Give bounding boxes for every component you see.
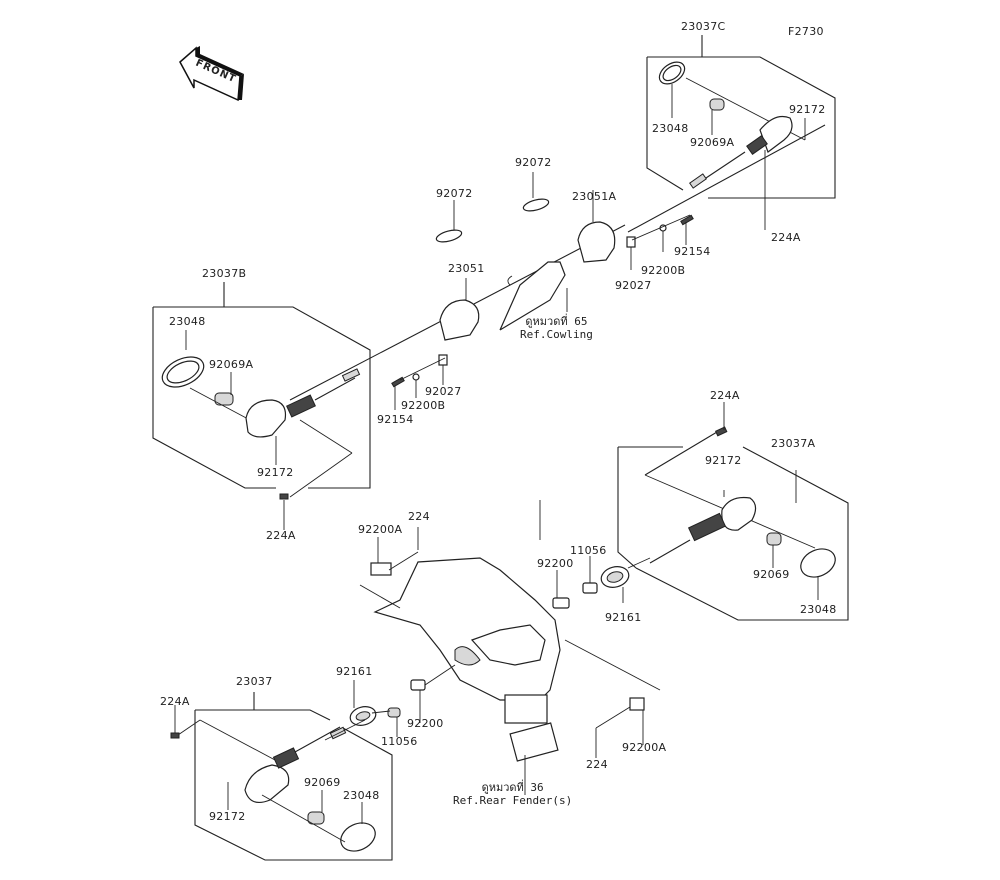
label-rear-right-screw[interactable]: 92172 (705, 454, 742, 467)
label-nut-right[interactable]: 11056 (570, 544, 607, 557)
label-holder-right[interactable]: 23051A (572, 190, 617, 203)
label-rear-right-assembly[interactable]: 23037A (771, 437, 816, 450)
label-clamp-right[interactable]: 92072 (515, 156, 552, 169)
ref-rear-fender-line1: ดูหมวดที่ 36 (481, 781, 544, 794)
ref-rear-fender[interactable]: ดูหมวดที่ 36 Ref.Rear Fender(s) (453, 781, 572, 807)
front-left-signal-group (152, 282, 371, 530)
label-rear-left-screw[interactable]: 92172 (209, 810, 246, 823)
ref-rear-fender-line2: Ref.Rear Fender(s) (453, 794, 573, 807)
rear-fender-assembly (359, 500, 661, 795)
ref-cowling[interactable]: ดูหมวดที่ 65 Ref.Cowling (520, 315, 593, 341)
label-front-right-lens[interactable]: 23048 (652, 122, 689, 135)
front-arrow-icon (179, 46, 244, 102)
label-washer-left[interactable]: 92200B (401, 399, 446, 412)
label-nut-left[interactable]: 11056 (381, 735, 418, 748)
front-right-signal-group (627, 35, 836, 233)
label-clip-bottom[interactable]: 92200A (622, 741, 667, 754)
label-collar-right[interactable]: 92027 (615, 279, 652, 292)
bracket-assembly (289, 172, 694, 410)
label-rear-left-bolt[interactable]: 224A (160, 695, 190, 708)
label-washer-right[interactable]: 92200B (641, 264, 686, 277)
label-front-left-screw[interactable]: 92172 (257, 466, 294, 479)
label-bolt-left[interactable]: 92154 (377, 413, 414, 426)
label-plate-left[interactable]: 92200 (407, 717, 444, 730)
label-front-left-bolt[interactable]: 224A (266, 529, 296, 542)
label-rear-left-bulb[interactable]: 92069 (304, 776, 341, 789)
label-rear-right-bulb[interactable]: 92069 (753, 568, 790, 581)
label-front-left-assembly[interactable]: 23037B (202, 267, 247, 280)
label-front-left-lens[interactable]: 23048 (169, 315, 206, 328)
label-rear-right-lens[interactable]: 23048 (800, 603, 837, 616)
label-collar-left[interactable]: 92027 (425, 385, 462, 398)
ref-cowling-line2: Ref.Cowling (520, 328, 593, 341)
label-screw-top[interactable]: 224 (408, 510, 430, 523)
label-rear-left-lens[interactable]: 23048 (343, 789, 380, 802)
label-front-right-bulb[interactable]: 92069A (690, 136, 735, 149)
label-front-left-bulb[interactable]: 92069A (209, 358, 254, 371)
label-rear-right-grommet[interactable]: 92161 (605, 611, 642, 624)
ref-cowling-line1: ดูหมวดที่ 65 (525, 315, 588, 328)
label-clamp-left[interactable]: 92072 (436, 187, 473, 200)
label-rear-left-assembly[interactable]: 23037 (236, 675, 273, 688)
label-front-right-assembly[interactable]: 23037C (681, 20, 726, 33)
rear-left-signal-group (170, 680, 401, 861)
label-front-right-bolt[interactable]: 224A (771, 231, 801, 244)
figure-code: F2730 (788, 25, 824, 38)
label-plate-right[interactable]: 92200 (537, 557, 574, 570)
label-screw-bottom[interactable]: 224 (586, 758, 608, 771)
rear-right-signal-group (600, 402, 849, 621)
label-bolt-right[interactable]: 92154 (674, 245, 711, 258)
label-rear-right-bolt[interactable]: 224A (710, 389, 740, 402)
label-holder-left[interactable]: 23051 (448, 262, 485, 275)
label-clip-top[interactable]: 92200A (358, 523, 403, 536)
label-front-right-screw[interactable]: 92172 (789, 103, 826, 116)
label-rear-left-grommet[interactable]: 92161 (336, 665, 373, 678)
